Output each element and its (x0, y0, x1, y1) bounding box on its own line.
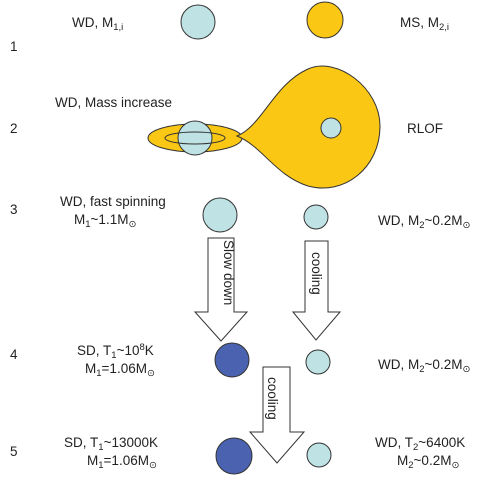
step3-right-label: WD, M2~0.2M⊙ (378, 213, 470, 231)
cooling-arrow-primary (248, 366, 306, 464)
white-dwarf-secondary-3 (303, 204, 329, 230)
step2-right-label: RLOF (407, 121, 443, 136)
label-line: MS, M2,i (400, 15, 449, 33)
white-dwarf-accreting (177, 120, 213, 156)
step-number-1: 1 (10, 39, 18, 54)
step-number-4: 4 (10, 347, 18, 362)
label-line: WD, fast spinning (60, 194, 166, 209)
label-line: M1~1.1M⊙ (74, 212, 136, 230)
white-dwarf-secondary-4 (305, 349, 331, 375)
slow-down-arrow (193, 237, 249, 342)
label-line: SD, T1~13000K (64, 435, 158, 453)
step1-left-label: WD, M1,i (72, 15, 123, 33)
label-line: M2~0.2M⊙ (397, 453, 459, 471)
subdwarf-star-5 (215, 437, 253, 475)
label-line: WD, Mass increase (55, 95, 172, 110)
step-number-3: 3 (10, 202, 18, 217)
label-line: SD, T1~108K (77, 342, 154, 361)
cooling-arrow-secondary-label: cooling (309, 252, 324, 295)
label-line: M1=1.06M⊙ (87, 453, 157, 471)
label-line: M1=1.06M⊙ (85, 361, 155, 379)
label-line: WD, M2~0.2M⊙ (378, 357, 470, 375)
step1-right-label: MS, M2,i (400, 15, 449, 33)
cooling-arrow-secondary (291, 240, 342, 341)
white-dwarf-fast-spinning (202, 197, 238, 233)
subdwarf-star-4 (214, 342, 250, 378)
accretion-disk-gap (164, 131, 226, 145)
main-sequence-star-1 (306, 1, 344, 39)
white-dwarf-primary-1 (180, 4, 216, 40)
label-line: WD, M1,i (72, 15, 123, 33)
cooling-arrow-primary-label: cooling (265, 377, 280, 420)
step4-right-label: WD, M2~0.2M⊙ (378, 357, 470, 375)
donor-star-core (320, 117, 342, 139)
label-line: WD, T2~6400K (375, 435, 465, 453)
white-dwarf-secondary-5 (306, 442, 332, 468)
label-line: WD, M2~0.2M⊙ (378, 213, 470, 231)
step-number-2: 2 (10, 121, 18, 136)
roche-lobe-donor-star (235, 65, 381, 189)
slow-down-arrow-label: Slow down (221, 240, 236, 305)
step-number-5: 5 (10, 444, 18, 459)
step2-left-label: WD, Mass increase (55, 95, 172, 110)
